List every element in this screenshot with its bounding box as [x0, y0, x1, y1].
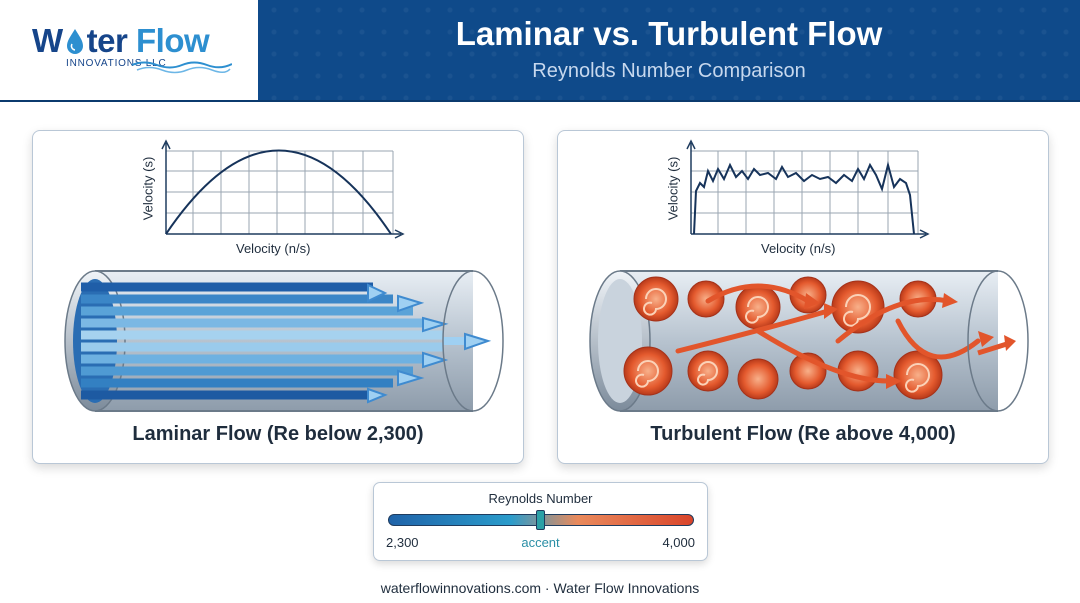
footer-text: waterflowinnovations.com · Water Flow In… [380, 580, 700, 596]
wave-icon [132, 61, 232, 74]
turbulent-y-axis-label: Velocity (s) [665, 156, 681, 221]
laminar-panel: Velocity (s) Velocity (n/s) Laminar Flow… [32, 130, 524, 464]
page-subtitle: Reynolds Number Comparison [532, 60, 806, 82]
laminar-illustration [64, 139, 504, 412]
turbulent-flow-label: Turbulent Flow (Re above 4,000) [650, 423, 956, 445]
reynolds-max-label: 4,000 [662, 535, 695, 550]
laminar-chart [161, 139, 405, 239]
water-drop-icon [66, 29, 83, 54]
reynolds-slider-thumb[interactable] [536, 510, 545, 530]
turbulent-panel: Velocity (s) Velocity (n/s) Turbulent Fl… [557, 130, 1049, 464]
laminar-pipe [64, 270, 504, 412]
reynolds-scale-title: Reynolds Number [488, 491, 593, 506]
laminar-x-axis-label: Velocity (n/s) [236, 241, 311, 256]
laminar-y-axis-label: Velocity (s) [140, 156, 156, 221]
laminar-flow-label: Laminar Flow (Re below 2,300) [132, 423, 424, 445]
turbulent-pipe [589, 270, 1029, 412]
logo-subtitle: INNOVATIONS LLC [66, 58, 167, 69]
turbulent-illustration [589, 139, 1029, 412]
reynolds-min-label: 2,300 [386, 535, 419, 550]
turbulent-chart [686, 139, 930, 239]
reynolds-mid-label: accent [521, 535, 560, 550]
reynolds-scale: Reynolds Number 2,300 accent 4,000 [373, 482, 708, 561]
turbulent-x-axis-label: Velocity (n/s) [761, 241, 836, 256]
page-title: Laminar vs. Turbulent Flow [455, 15, 883, 52]
